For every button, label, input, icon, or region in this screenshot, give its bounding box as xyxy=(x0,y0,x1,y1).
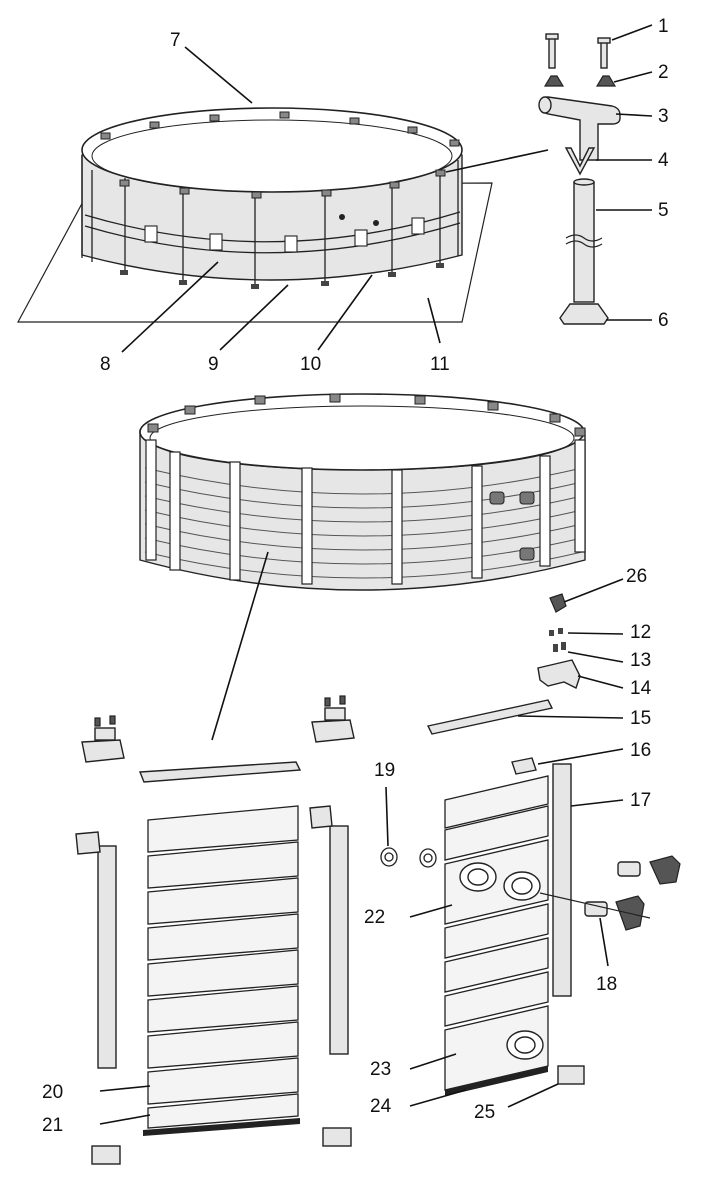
callout-5: 5 xyxy=(658,200,669,221)
inner-rim xyxy=(149,405,575,471)
callout-4: 4 xyxy=(658,150,669,171)
callout-21: 21 xyxy=(42,1115,63,1136)
belt-straps xyxy=(144,217,425,253)
foot-right xyxy=(557,1065,585,1085)
callout-26: 26 xyxy=(626,566,647,587)
gasket-part xyxy=(380,847,437,868)
callout-18: 18 xyxy=(596,974,617,995)
wall-panel-exploded-right xyxy=(380,593,681,1096)
legs xyxy=(81,155,459,286)
callout-9: 9 xyxy=(208,354,219,375)
bottom-strip-right xyxy=(445,1066,548,1096)
callout-24: 24 xyxy=(370,1096,392,1117)
callout-3: 3 xyxy=(658,106,669,127)
top-rail-ring xyxy=(139,393,585,471)
callout-11: 11 xyxy=(430,354,450,375)
callout-22: 22 xyxy=(364,907,385,928)
post-middle xyxy=(329,825,349,1055)
foot-left xyxy=(91,1145,121,1165)
pin-part xyxy=(545,33,611,69)
wall-fitting-dot xyxy=(339,214,345,220)
bracket-part xyxy=(537,659,581,689)
wall-panel-exploded-left xyxy=(75,695,355,1165)
screw-cap-part xyxy=(549,593,567,613)
leg-belt xyxy=(84,211,461,243)
callout-15: 15 xyxy=(630,708,651,729)
posts xyxy=(145,439,586,585)
callout-10: 10 xyxy=(300,354,321,375)
callout-25: 25 xyxy=(474,1102,495,1123)
post-right xyxy=(552,763,572,997)
callout-14: 14 xyxy=(630,678,652,699)
callout-12: 12 xyxy=(630,622,651,643)
callout-labels: 1 2 3 4 5 6 7 8 9 10 11 12 13 14 15 16 1… xyxy=(42,16,669,1136)
callout-7: 7 xyxy=(170,30,181,51)
skimmer-openings xyxy=(459,862,544,1060)
t-joints xyxy=(100,111,460,199)
ground-cloth xyxy=(16,182,493,323)
leg-components xyxy=(538,33,621,325)
v-clip-part xyxy=(564,147,596,176)
top-cap-left xyxy=(81,715,125,763)
leg-part xyxy=(565,178,603,303)
callout-17: 17 xyxy=(630,790,651,811)
frame-pool-assembly xyxy=(16,107,493,323)
wall-planks xyxy=(147,805,299,1129)
top-rail-ring xyxy=(81,107,463,193)
wall-fitting-dot xyxy=(373,220,379,226)
rim-caps xyxy=(147,393,586,437)
top-cap-middle xyxy=(311,695,355,743)
top-rail-right xyxy=(426,699,554,735)
callout-16: 16 xyxy=(630,740,651,761)
bottom-strip-left xyxy=(143,1118,300,1136)
callout-13: 13 xyxy=(630,650,651,671)
t-joint-part xyxy=(538,96,621,161)
callout-8: 8 xyxy=(100,354,111,375)
callout-23: 23 xyxy=(370,1059,391,1080)
pin-cap-part xyxy=(543,75,617,87)
screws-part xyxy=(549,628,566,652)
foot-part xyxy=(559,303,609,325)
foot-middle xyxy=(322,1127,352,1147)
valve-part xyxy=(539,855,681,931)
post-left xyxy=(97,845,117,1069)
clip-part xyxy=(511,757,537,775)
post-clip-left xyxy=(75,831,101,855)
post-clip-middle xyxy=(309,805,333,829)
inner-rim xyxy=(91,119,453,193)
callout-19: 19 xyxy=(374,760,395,781)
leg-belt-lower xyxy=(84,222,461,254)
callout-20: 20 xyxy=(42,1082,63,1103)
skimmer-planks xyxy=(444,775,549,1091)
callout-6: 6 xyxy=(658,310,669,331)
callout-1: 1 xyxy=(658,16,669,37)
leader-lines xyxy=(99,24,653,1125)
top-rail-left xyxy=(138,761,302,783)
skimmer-fittings xyxy=(489,491,535,561)
leg-feet xyxy=(120,263,444,289)
callout-2: 2 xyxy=(658,62,669,83)
panel-pool-assembly xyxy=(139,393,586,591)
